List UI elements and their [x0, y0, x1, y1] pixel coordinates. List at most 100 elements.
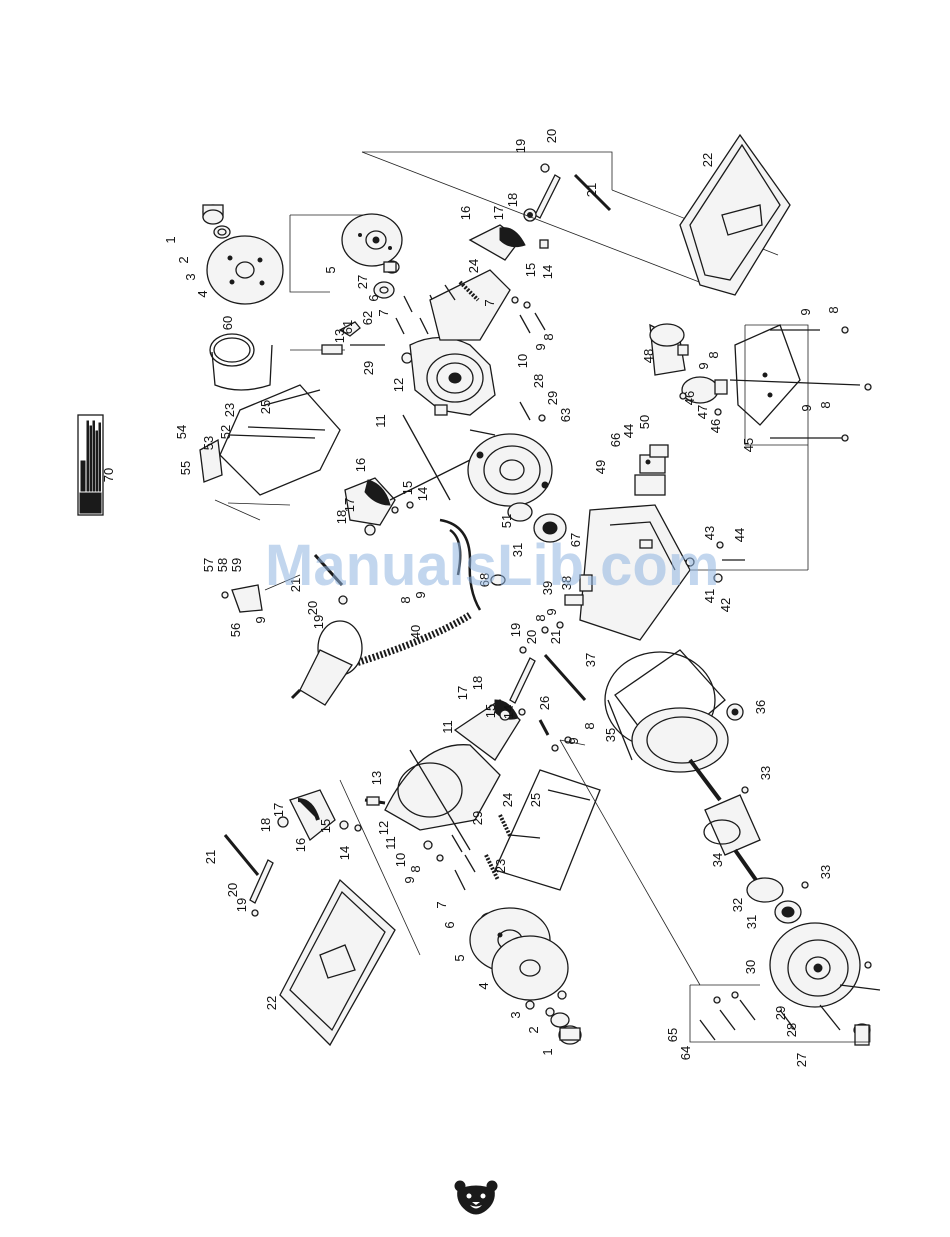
part-callout: 6 — [366, 294, 381, 301]
part-callout: 61 — [340, 320, 355, 334]
part-callout: 36 — [753, 700, 768, 714]
part-callout: 17 — [491, 206, 506, 220]
part-callout: 7 — [434, 901, 449, 908]
part-callout: 16 — [458, 206, 473, 220]
part-callout: 14 — [415, 487, 430, 501]
part-callout: 35 — [603, 728, 618, 742]
mid-tool-rest-pins — [509, 621, 587, 704]
part-callout: 5 — [452, 954, 467, 961]
part-callout: 64 — [678, 1046, 693, 1060]
part-callout: 11 — [440, 720, 455, 734]
part-callout: 52 — [218, 425, 233, 439]
part-callout: 14 — [337, 846, 352, 860]
part-callout: 63 — [558, 408, 573, 422]
part-callout: 9 — [696, 362, 711, 369]
part-callout: 18 — [505, 193, 520, 207]
part-callout: 68 — [477, 573, 492, 587]
part-callout: 1 — [163, 236, 178, 243]
part-callout: 14 — [501, 705, 516, 719]
part-callout: 9 — [566, 737, 581, 744]
part-callout: 3 — [183, 273, 198, 280]
part-callout: 20 — [524, 630, 539, 644]
part-callout: 9 — [544, 608, 559, 615]
lower-wheel-flange-parts — [469, 907, 582, 1045]
part-callout: 5 — [323, 266, 338, 273]
part-callout: 31 — [744, 915, 759, 929]
part-callout: 13 — [332, 329, 347, 343]
part-callout: 33 — [758, 766, 773, 780]
part-callout: 55 — [178, 461, 193, 475]
part-callout: 21 — [548, 630, 563, 644]
part-callout: 9 — [533, 343, 548, 350]
part-callout: 62 — [360, 311, 375, 325]
part-callout: 44 — [621, 424, 636, 438]
motor-end-bell-parts — [689, 922, 881, 1046]
part-callout: 19 — [513, 139, 528, 153]
part-callout: 29 — [773, 1006, 788, 1020]
part-callout: 2 — [176, 256, 191, 263]
part-callout: 18 — [470, 676, 485, 690]
part-callout: 43 — [702, 526, 717, 540]
part-callout: 4 — [195, 290, 210, 297]
part-callout: 21 — [584, 183, 599, 197]
part-callout: 9 — [799, 404, 814, 411]
part-callout: 1 — [540, 1048, 555, 1055]
part-callout: 29 — [470, 811, 485, 825]
part-callout: 67 — [568, 533, 583, 547]
part-callout: 28 — [531, 374, 546, 388]
part-callout: 33 — [818, 865, 833, 879]
part-callout: 65 — [665, 1028, 680, 1042]
part-callout: 41 — [702, 589, 717, 603]
lower-left-eye-shield-assembly — [223, 779, 421, 1047]
bear-logo-icon — [454, 1180, 498, 1215]
lower-wheel-guard-assembly — [364, 699, 701, 986]
part-callout: 4 — [476, 982, 491, 989]
part-callout: 58 — [215, 558, 230, 572]
part-callout: 21 — [203, 850, 218, 864]
part-callout: 32 — [730, 898, 745, 912]
part-callout: 7 — [482, 299, 497, 306]
part-callout: 22 — [264, 996, 279, 1010]
part-callout: 26 — [537, 696, 552, 710]
motor-rotor-shaft — [688, 758, 809, 924]
part-callout: 60 — [220, 316, 235, 330]
part-callout: 28 — [784, 1023, 799, 1037]
part-callout: 17 — [342, 498, 357, 512]
part-callout: 15 — [483, 704, 498, 718]
part-callout: 8 — [826, 306, 841, 313]
part-callout: 9 — [798, 308, 813, 315]
part-callout: 29 — [361, 361, 376, 375]
part-callout: 15 — [523, 263, 538, 277]
part-callout: 47 — [695, 405, 710, 419]
part-callout: 15 — [400, 481, 415, 495]
part-callout: 11 — [373, 414, 388, 428]
part-callout: 6 — [442, 921, 457, 928]
part-callout: 46 — [708, 419, 723, 433]
part-callout: 12 — [376, 821, 391, 835]
part-callout: 22 — [700, 153, 715, 167]
part-callout: 20 — [225, 883, 240, 897]
part-callout: 10 — [393, 853, 408, 867]
part-callout: 27 — [355, 275, 370, 289]
part-callout: 8 — [582, 722, 597, 729]
part-callout: 53 — [201, 436, 216, 450]
part-callout: 39 — [540, 581, 555, 595]
part-callout: 37 — [583, 653, 598, 667]
switch-assembly — [490, 323, 872, 641]
part-callout: 8 — [533, 614, 548, 621]
warning-label-part — [77, 414, 104, 516]
part-callout: 8 — [541, 333, 556, 340]
part-callout: 17 — [455, 686, 470, 700]
part-callout: 34 — [710, 853, 725, 867]
part-callout: 49 — [593, 460, 608, 474]
part-callout: 12 — [391, 378, 406, 392]
part-callout: 19 — [508, 623, 523, 637]
part-callout: 24 — [500, 793, 515, 807]
part-callout: 59 — [229, 558, 244, 572]
part-callout: 9 — [253, 616, 268, 623]
part-callout: 19 — [234, 898, 249, 912]
part-callout: 19 — [311, 615, 326, 629]
part-callout: 8 — [706, 351, 721, 358]
